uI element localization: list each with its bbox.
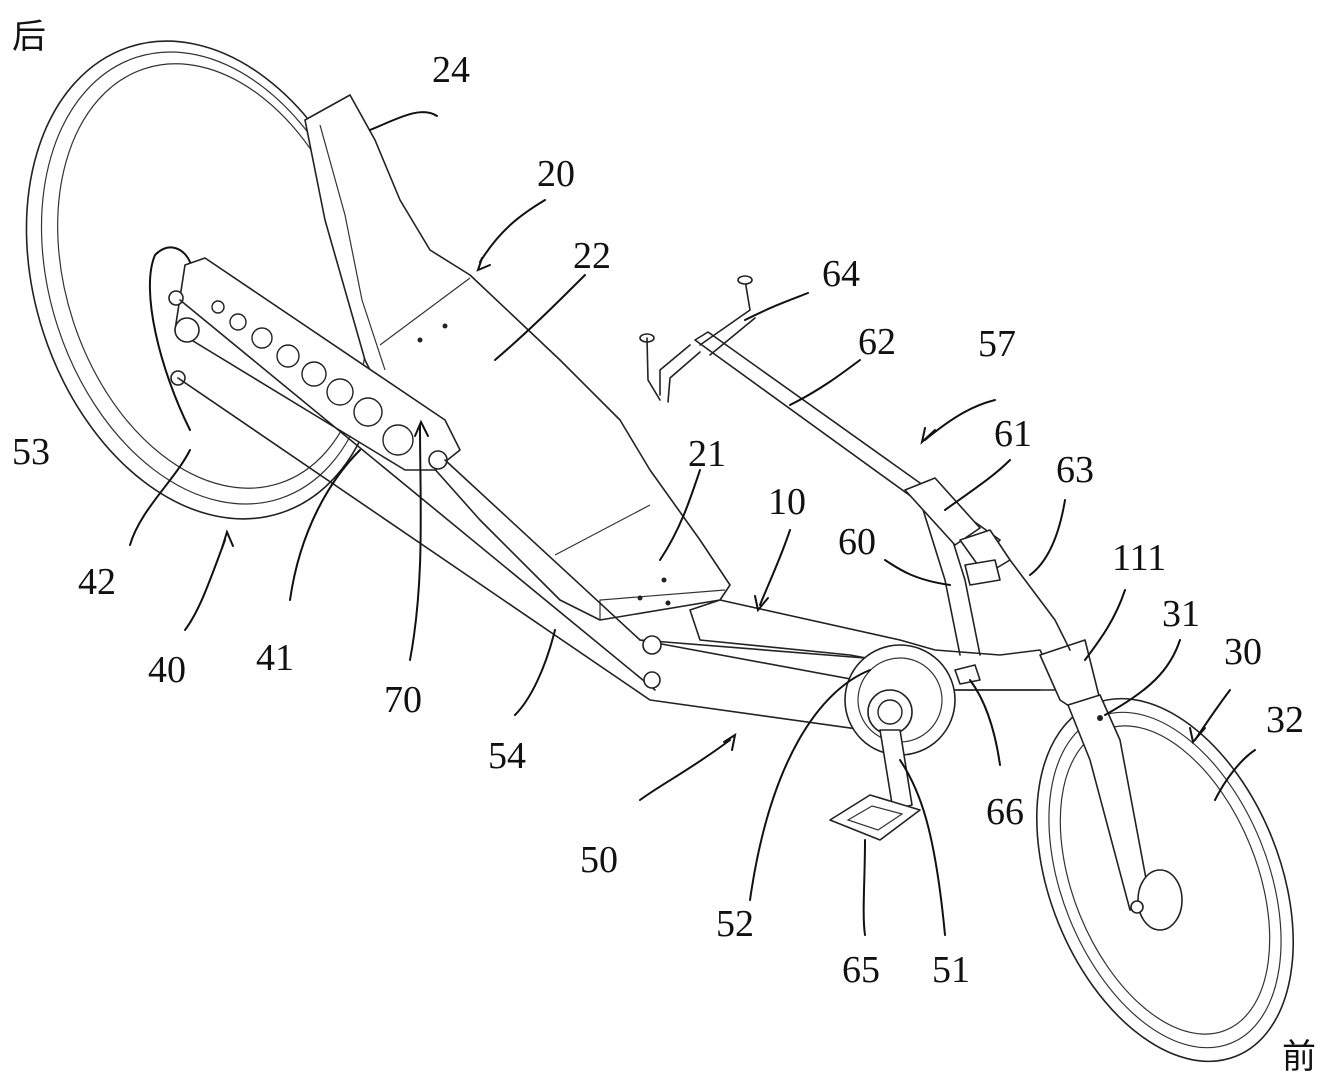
- part-label-22: 22: [573, 235, 611, 277]
- part-label-63: 62: [858, 321, 896, 363]
- part-label-40: 40: [148, 649, 186, 691]
- part-label-41: 41: [256, 637, 294, 679]
- part-label-30: 30: [1224, 631, 1262, 673]
- part-label-64: 63: [1056, 449, 1094, 491]
- part-label-32: 32: [1266, 699, 1304, 741]
- part-label-31: 31: [1162, 593, 1200, 635]
- part-label-54: 54: [488, 735, 526, 777]
- part-label-50: 50: [580, 839, 618, 881]
- part-label-42: 42: [78, 561, 116, 603]
- part-label-20: 20: [537, 153, 575, 195]
- part-label-24: 24: [432, 49, 470, 91]
- part-label-51: 51: [932, 949, 970, 991]
- part-label-65: 64: [822, 253, 860, 295]
- seat: [305, 95, 730, 620]
- part-label-10: 10: [768, 481, 806, 523]
- part-label-57-text: 65: [842, 949, 880, 991]
- part-label-52: 52: [716, 903, 754, 945]
- part-label-66: 66: [986, 791, 1024, 833]
- part-label-111: 111: [1112, 537, 1166, 579]
- part-label-61: 60: [838, 521, 876, 563]
- part-label-70: 70: [384, 679, 422, 721]
- part-label-21: 21: [688, 433, 726, 475]
- front-direction-label: 前: [1282, 1037, 1316, 1077]
- part-label-62: 61: [994, 413, 1032, 455]
- rear-direction-label: 后: [12, 17, 46, 57]
- part-label-53: 53: [12, 431, 50, 473]
- part-label-60: 57: [978, 323, 1016, 365]
